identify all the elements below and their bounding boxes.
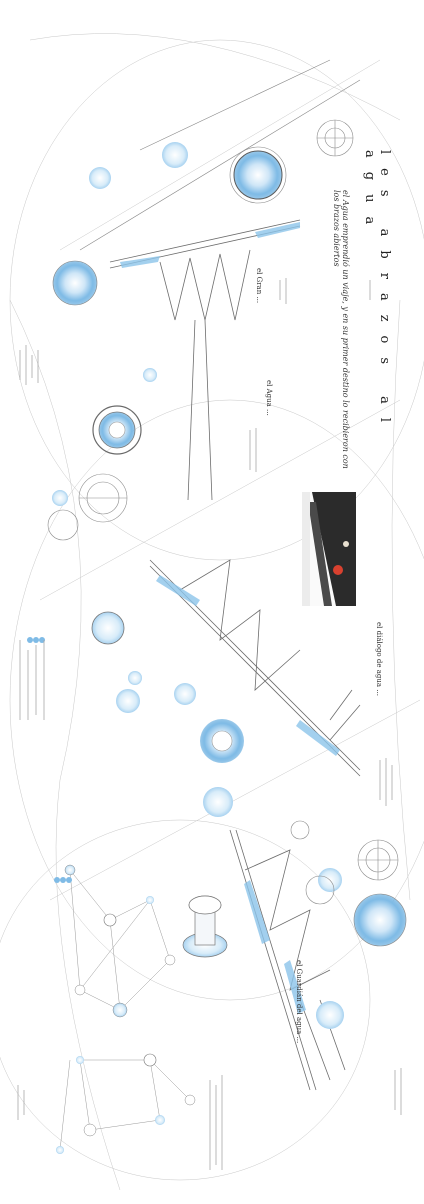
water-circles <box>52 142 407 1029</box>
pavilion <box>182 895 228 958</box>
label-guardian: el Guardián del agua ... <box>295 960 303 1044</box>
label-el-gran: el Gran ... <box>255 268 263 304</box>
label-dialogo: el diálogo de agua ... <box>375 622 383 696</box>
label-el-agua: el Agua ... <box>265 380 273 416</box>
poster-title: les abrazos al agua <box>362 150 392 437</box>
water-fills <box>120 222 340 1014</box>
network-nodes <box>27 637 196 1154</box>
top-axis <box>79 59 361 251</box>
radial-dials <box>47 119 399 905</box>
poster-subtitle: el Agua emprendió un viaje, y en su prim… <box>332 190 350 469</box>
annotation-text <box>17 278 402 1170</box>
context-lines <box>0 33 424 1191</box>
bridge-structure <box>109 219 361 1091</box>
site-photo <box>302 492 356 606</box>
